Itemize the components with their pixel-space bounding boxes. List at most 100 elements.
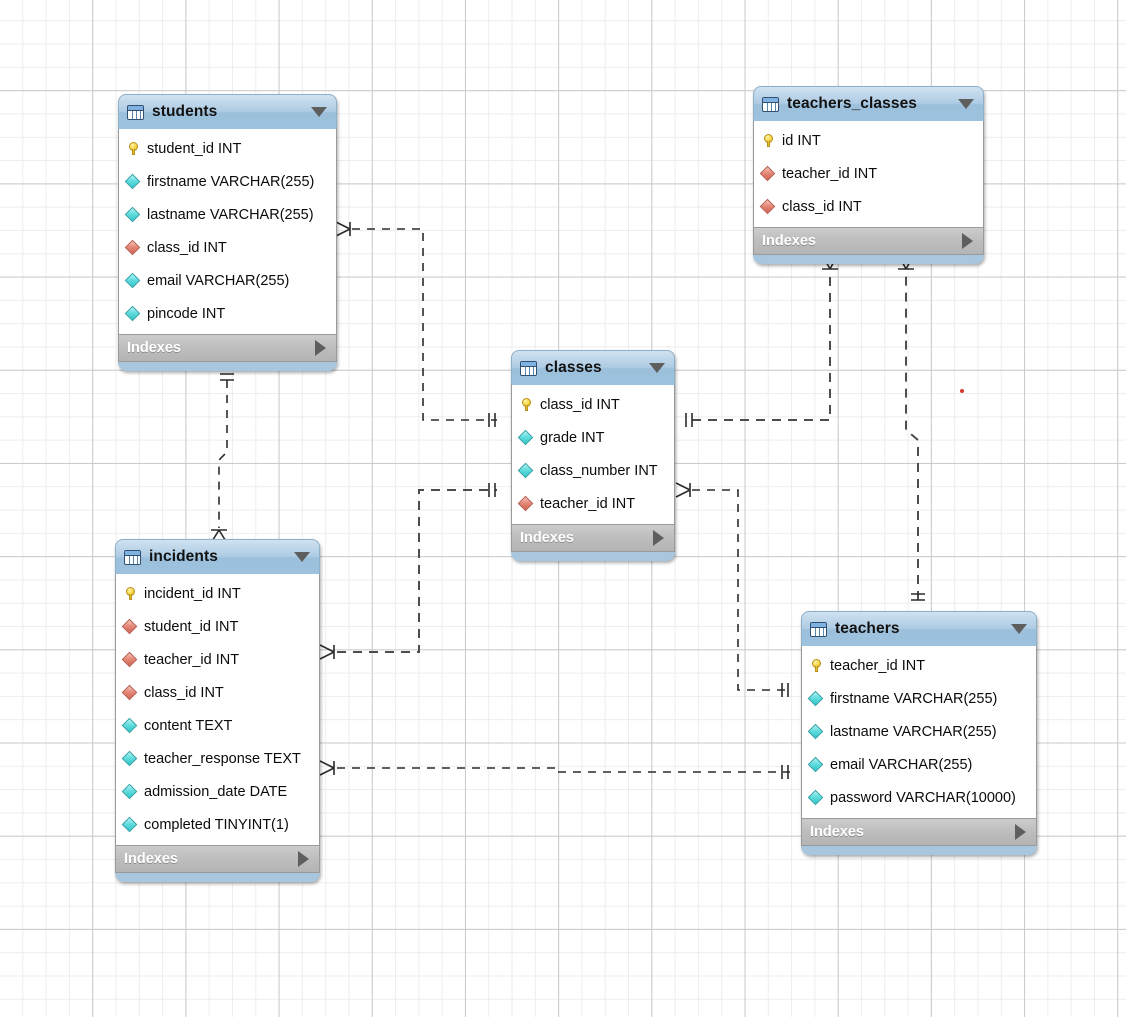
column-row[interactable]: teacher_id INT (116, 643, 319, 676)
table-teachers-classes-columns: id INT teacher_id INT class_id INT (753, 121, 984, 227)
table-classes-columns: class_id INT grade INT class_number INT … (511, 385, 675, 524)
table-incidents-indexes[interactable]: Indexes (115, 845, 320, 873)
table-classes[interactable]: classes class_id INT grade INT class_num… (511, 350, 675, 561)
diamond-icon (126, 207, 141, 222)
diamond-icon (809, 790, 824, 805)
table-teachers-columns: teacher_id INT firstname VARCHAR(255) la… (801, 646, 1037, 818)
column-row[interactable]: password VARCHAR(10000) (802, 781, 1036, 814)
table-classes-indexes[interactable]: Indexes (511, 524, 675, 552)
column-label: id INT (782, 132, 821, 149)
relationship-classes-teachers (675, 482, 790, 697)
chevron-down-icon[interactable] (649, 363, 665, 373)
table-students[interactable]: students student_id INT firstname VARCHA… (118, 94, 337, 371)
fk-diamond-icon (519, 496, 534, 511)
column-label: class_id INT (144, 684, 224, 701)
diamond-icon (123, 784, 138, 799)
chevron-right-icon[interactable] (653, 530, 664, 546)
column-row[interactable]: firstname VARCHAR(255) (119, 165, 336, 198)
column-row[interactable]: teacher_id INT (512, 487, 674, 520)
chevron-right-icon[interactable] (315, 340, 326, 356)
column-row[interactable]: email VARCHAR(255) (802, 748, 1036, 781)
table-students-indexes[interactable]: Indexes (118, 334, 337, 362)
column-row[interactable]: id INT (754, 124, 983, 157)
column-label: email VARCHAR(255) (830, 756, 973, 773)
table-icon (762, 96, 779, 112)
column-label: completed TINYINT(1) (144, 816, 289, 833)
column-label: firstname VARCHAR(255) (147, 173, 315, 190)
column-row[interactable]: completed TINYINT(1) (116, 808, 319, 841)
column-label: lastname VARCHAR(255) (147, 206, 314, 223)
column-row[interactable]: email VARCHAR(255) (119, 264, 336, 297)
chevron-right-icon[interactable] (1015, 824, 1026, 840)
column-row[interactable]: teacher_id INT (802, 649, 1036, 682)
column-row[interactable]: class_number INT (512, 454, 674, 487)
column-row[interactable]: lastname VARCHAR(255) (802, 715, 1036, 748)
table-teachers-classes-indexes[interactable]: Indexes (753, 227, 984, 255)
key-icon (809, 658, 824, 673)
fk-diamond-icon (761, 166, 776, 181)
column-label: class_id INT (147, 239, 227, 256)
column-row[interactable]: grade INT (512, 421, 674, 454)
column-row[interactable]: lastname VARCHAR(255) (119, 198, 336, 231)
table-teachers-classes-header[interactable]: teachers_classes (753, 86, 984, 121)
key-icon (123, 586, 138, 601)
chevron-right-icon[interactable] (298, 851, 309, 867)
diamond-icon (809, 691, 824, 706)
key-icon (126, 141, 141, 156)
indexes-label: Indexes (810, 824, 864, 840)
relationship-incidents-classes (319, 483, 497, 660)
column-row[interactable]: admission_date DATE (116, 775, 319, 808)
column-row[interactable]: class_id INT (119, 231, 336, 264)
column-row[interactable]: firstname VARCHAR(255) (802, 682, 1036, 715)
column-row[interactable]: teacher_id INT (754, 157, 983, 190)
column-row[interactable]: class_id INT (116, 676, 319, 709)
table-teachers-header[interactable]: teachers (801, 611, 1037, 646)
table-teachers-classes[interactable]: teachers_classes id INT teacher_id INT c… (753, 86, 984, 264)
diamond-icon (519, 430, 534, 445)
column-label: student_id INT (147, 140, 242, 157)
fk-diamond-icon (123, 619, 138, 634)
fk-diamond-icon (126, 240, 141, 255)
table-students-header[interactable]: students (118, 94, 337, 129)
table-incidents[interactable]: incidents incident_id INT student_id INT… (115, 539, 320, 882)
fk-diamond-icon (761, 199, 776, 214)
column-label: incident_id INT (144, 585, 241, 602)
table-icon (127, 104, 144, 120)
column-row[interactable]: class_id INT (512, 388, 674, 421)
table-teachers-classes-title: teachers_classes (787, 95, 918, 112)
column-row[interactable]: student_id INT (116, 610, 319, 643)
table-classes-header[interactable]: classes (511, 350, 675, 385)
table-teachers[interactable]: teachers teacher_id INT firstname VARCHA… (801, 611, 1037, 855)
chevron-down-icon[interactable] (311, 107, 327, 117)
column-label: teacher_id INT (144, 651, 240, 668)
column-row[interactable]: content TEXT (116, 709, 319, 742)
column-label: password VARCHAR(10000) (830, 789, 1016, 806)
table-students-title: students (152, 103, 218, 120)
column-label: teacher_id INT (540, 495, 636, 512)
relationship-teachers-teachersclasses (898, 255, 925, 601)
relationship-classes-teachersclasses (685, 255, 838, 427)
column-row[interactable]: teacher_response TEXT (116, 742, 319, 775)
indexes-label: Indexes (124, 851, 178, 867)
column-label: student_id INT (144, 618, 239, 635)
chevron-right-icon[interactable] (962, 233, 973, 249)
column-row[interactable]: incident_id INT (116, 577, 319, 610)
chevron-down-icon[interactable] (294, 552, 310, 562)
column-label: admission_date DATE (144, 783, 288, 800)
column-row[interactable]: class_id INT (754, 190, 983, 223)
table-incidents-header[interactable]: incidents (115, 539, 320, 574)
chevron-down-icon[interactable] (958, 99, 974, 109)
key-icon (761, 133, 776, 148)
column-row[interactable]: student_id INT (119, 132, 336, 165)
table-teachers-indexes[interactable]: Indexes (801, 818, 1037, 846)
diamond-icon (126, 306, 141, 321)
chevron-down-icon[interactable] (1011, 624, 1027, 634)
table-incidents-columns: incident_id INT student_id INT teacher_i… (115, 574, 320, 845)
column-label: teacher_id INT (830, 657, 926, 674)
column-label: class_id INT (540, 396, 620, 413)
column-label: firstname VARCHAR(255) (830, 690, 998, 707)
diamond-icon (519, 463, 534, 478)
column-row[interactable]: pincode INT (119, 297, 336, 330)
table-incidents-title: incidents (149, 548, 218, 565)
